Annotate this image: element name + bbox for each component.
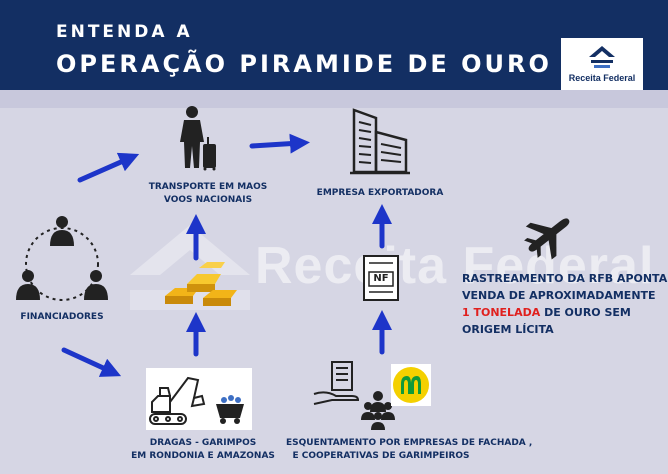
tracking-note: RASTREAMENTO DA RFB APONTA VENDA DE APRO… <box>462 270 667 338</box>
people-network-icon <box>16 216 108 301</box>
label-dragas: DRAGAS - GARIMPOS <box>149 438 257 448</box>
watermark-text: Receita Federal <box>255 237 655 295</box>
note-line4: ORIGEM LÍCITA <box>462 323 554 336</box>
arrow-financiadores-to-dragas <box>61 347 122 377</box>
group-icon <box>361 391 395 430</box>
building-icon <box>350 108 410 175</box>
label-cooperativas: E COOPERATIVAS DE GARIMPEIROS <box>292 451 470 461</box>
gold-bars-icon <box>165 262 237 306</box>
note-line3-rest: DE OURO SEM <box>540 306 631 319</box>
label-transporte: TRANSPORTE EM MAOS <box>148 182 268 192</box>
receita-federal-logo: Receita Federal <box>561 38 643 90</box>
arrow-transporte-to-empresa <box>249 133 310 154</box>
receita-logo-mark-icon <box>589 46 615 68</box>
header-line1: ENTENDA A <box>56 22 193 42</box>
excavator-icon <box>149 376 206 425</box>
header-band <box>0 90 668 108</box>
label-rondonia: EM RONDONIA E AMAZONAS <box>131 451 275 461</box>
note-line3: 1 TONELADA DE OURO SEM <box>462 304 667 321</box>
nf-label: NF <box>373 273 389 284</box>
invoice-nf-icon <box>363 255 399 301</box>
note-line2: VENDA DE APROXIMADAMENTE <box>462 289 656 302</box>
label-financiadores: FINANCIADORES <box>20 312 104 322</box>
arrow-financiadores-to-transporte <box>77 152 140 183</box>
cooperative-logo-icon <box>393 367 429 403</box>
label-empresa: EMPRESA EXPORTADORA <box>316 188 444 198</box>
office-hand-icon <box>313 361 360 405</box>
traveler-icon <box>180 106 216 171</box>
header-title: OPERAÇÃO PIRAMIDE DE OURO <box>56 50 552 78</box>
mining-cart-icon <box>216 395 244 424</box>
header-banner: ENTENDA A OPERAÇÃO PIRAMIDE DE OURO Rece… <box>0 0 668 90</box>
logo-text: Receita Federal <box>568 73 636 83</box>
note-line1: RASTREAMENTO DA RFB APONTA <box>462 272 668 285</box>
airplane-icon <box>524 218 570 260</box>
note-highlight: 1 TONELADA <box>462 306 541 319</box>
label-voos: VOOS NACIONAIS <box>163 195 253 205</box>
label-esquentamento: ESQUENTAMENTO POR EMPRESAS DE FACHADA , <box>286 438 533 448</box>
